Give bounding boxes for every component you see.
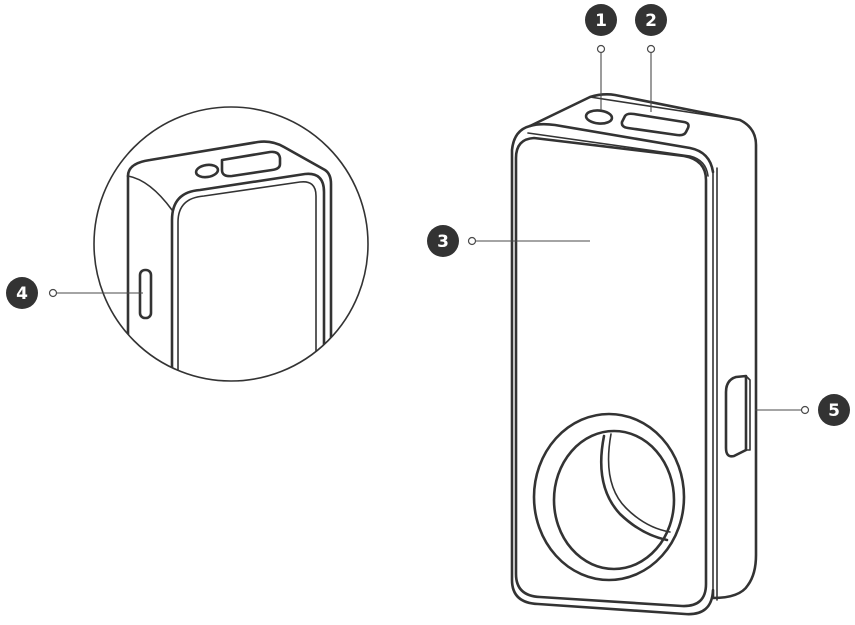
device-top-front-edge	[528, 122, 715, 174]
leader-lines	[48, 44, 810, 415]
zoom-side-button	[138, 268, 153, 320]
device-ring-crescent-inner	[607, 433, 671, 533]
zoom-top-hole	[194, 163, 220, 179]
device-top-inner-edge	[527, 132, 709, 177]
device-top-port	[620, 112, 690, 137]
callout-1: 1	[585, 4, 617, 36]
callout-3-label: 3	[437, 232, 449, 252]
device-outline	[510, 93, 758, 616]
zoom-detail	[93, 106, 369, 382]
zoom-front-inner-edge	[177, 180, 317, 381]
callout-2-label: 2	[645, 11, 657, 31]
device-top-back-edge	[589, 96, 741, 121]
device-top-hole	[584, 109, 614, 125]
callout-4-label: 4	[16, 284, 28, 304]
zoom-side-corner	[127, 175, 173, 211]
callout-5: 5	[818, 394, 850, 426]
zoom-circle	[93, 106, 369, 382]
device-ring-outer	[532, 412, 686, 582]
zoom-top-back-edge	[126, 140, 333, 381]
callout-1-label: 1	[595, 11, 607, 31]
device-front-face	[514, 136, 708, 608]
zoom-front-face	[170, 172, 326, 381]
device-body	[510, 93, 758, 616]
device-side-button-face	[745, 375, 751, 451]
device-ring-inner	[552, 429, 676, 571]
device-side-button	[724, 374, 748, 458]
callout-4: 4	[6, 277, 38, 309]
callout-2: 2	[635, 4, 667, 36]
device-ring-crescent	[599, 434, 669, 542]
callout-5-label: 5	[828, 401, 840, 421]
callout-3: 3	[427, 225, 459, 257]
zoom-top-port	[220, 150, 282, 178]
